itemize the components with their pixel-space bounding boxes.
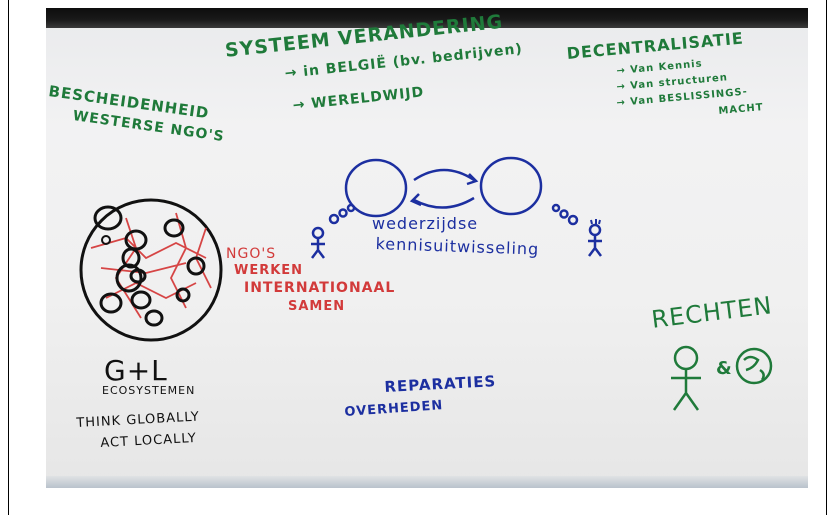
gl-title: G+L [104,354,168,387]
kennis-line-1: wederzijdse [372,214,479,233]
ngos-line-4: SAMEN [288,299,346,314]
ecosystem-globe-drawing [79,198,223,342]
knowledge-exchange-drawing [311,156,602,259]
frame-right-border [826,0,827,515]
ngos-line-2: WERKEN [234,263,304,278]
gl-ecosystemen: ECOSYSTEMEN [102,384,196,397]
rechten-ampersand: & [716,358,733,379]
ngos-line-3: INTERNATIONAAL [244,280,396,296]
rights-figure-drawing [671,345,773,411]
ngos-line-1: NGO's [226,246,277,262]
photo-bottom-edge [46,476,808,488]
drawing-layer [79,156,773,411]
photo-top-edge [46,8,808,28]
flipchart-photo: SYSTEEM VERANDERING → in BELGIË (bv. bed… [46,8,808,488]
frame-left-border [8,0,9,515]
